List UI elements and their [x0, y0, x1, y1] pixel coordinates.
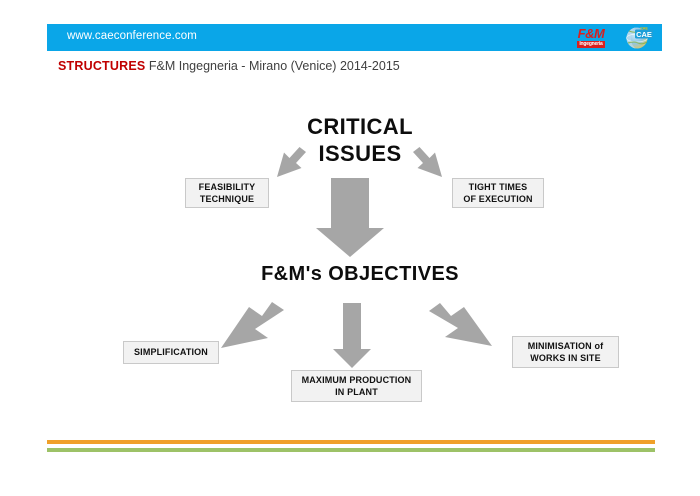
- critical-issues-line1: CRITICAL: [307, 114, 413, 139]
- maxprod-line2: IN PLANT: [335, 387, 378, 397]
- minimise-line1: MINIMISATION of: [527, 340, 604, 351]
- box-maximum-production-in-plant: MAXIMUM PRODUCTION IN PLANT: [291, 370, 422, 402]
- simplification-line1: SIMPLIFICATION: [134, 347, 208, 358]
- tight-times-line2: OF EXECUTION: [463, 194, 533, 204]
- box-tight-times-of-execution: TIGHT TIMES OF EXECUTION: [452, 178, 544, 208]
- box-minimisation-of-works-in-site: MINIMISATION of WORKS IN SITE: [512, 336, 619, 368]
- svg-text:CAE: CAE: [640, 27, 648, 31]
- feasibility-line2: TECHNIQUE: [199, 194, 255, 204]
- critical-issues-line2: ISSUES: [318, 140, 402, 166]
- footer-rule-green: [47, 448, 655, 452]
- maxprod-line1: MAXIMUM PRODUCTION: [301, 374, 412, 385]
- svg-text:CAE: CAE: [636, 30, 652, 39]
- node-critical-issues: CRITICAL ISSUES: [270, 114, 450, 168]
- fm-ingegneria-logo: F&M Ingegneria: [573, 27, 609, 49]
- subtitle-keyword: STRUCTURES: [58, 59, 146, 73]
- header-band: www.caeconference.com F&M Ingegneria: [47, 24, 662, 51]
- tight-times-line1: TIGHT TIMES: [468, 181, 528, 192]
- feasibility-line1: FEASIBILITY: [198, 181, 256, 192]
- arrow-to-maximum-production: [333, 303, 371, 368]
- slide-subtitle: STRUCTURES F&M Ingegneria - Mirano (Veni…: [58, 59, 400, 73]
- subtitle-rest: F&M Ingegneria - Mirano (Venice) 2014-20…: [145, 59, 400, 73]
- node-fm-objectives: F&M's OBJECTIVES: [261, 263, 459, 285]
- footer-rule-orange: [47, 440, 655, 444]
- box-feasibility-technique: FEASIBILITY TECHNIQUE: [185, 178, 269, 208]
- arrow-to-objectives: [316, 178, 384, 257]
- arrow-to-minimisation: [429, 303, 492, 346]
- arrow-to-tight-times: [413, 147, 442, 177]
- minimise-line2: WORKS IN SITE: [530, 353, 601, 363]
- arrow-to-feasibility: [277, 147, 306, 177]
- cae-globe-icon: CAE CAE: [626, 27, 653, 49]
- cae-logo: CAE CAE: [622, 25, 654, 50]
- fm-logo-subtext: Ingegneria: [577, 41, 605, 48]
- box-simplification: SIMPLIFICATION: [123, 341, 219, 364]
- fm-logo-mark: F&M: [577, 26, 605, 41]
- arrow-to-simplification: [221, 302, 284, 348]
- header-url[interactable]: www.caeconference.com: [67, 30, 197, 42]
